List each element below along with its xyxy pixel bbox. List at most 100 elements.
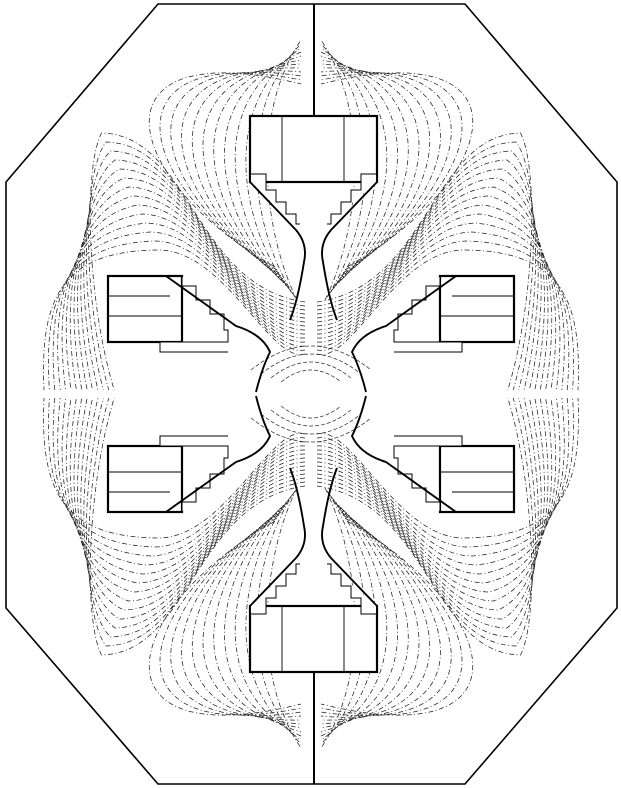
field-line [320, 511, 441, 718]
field-line [320, 487, 356, 749]
field-line [266, 487, 302, 749]
field-line [77, 177, 306, 391]
field-line [316, 249, 579, 391]
field-line [266, 39, 302, 301]
field-line [80, 168, 306, 391]
field-line [270, 361, 352, 379]
field-line [181, 70, 302, 277]
pole-right-lower [351, 395, 516, 514]
field-line [88, 397, 306, 647]
coil-steps [249, 173, 300, 225]
field-line [316, 397, 545, 611]
field-line [48, 397, 306, 548]
field-line [316, 397, 533, 656]
field-line [250, 345, 372, 371]
yoke-outline [5, 3, 618, 785]
field-line [320, 72, 463, 271]
field-line [234, 51, 302, 292]
coil-steps [393, 435, 463, 512]
pole-left-upper [106, 274, 271, 393]
field-line [73, 397, 306, 602]
field-lines [43, 39, 579, 749]
field-line [316, 397, 549, 602]
field-line [224, 55, 302, 289]
field-quadrant [316, 39, 579, 391]
field-line [320, 72, 474, 268]
field-line [320, 514, 452, 717]
field-line [320, 55, 398, 289]
field-line [316, 150, 536, 391]
field-line [52, 397, 306, 557]
field-line [89, 397, 306, 656]
field-line [316, 177, 545, 391]
field-line [69, 195, 306, 391]
field-line [320, 67, 430, 280]
field-line [320, 51, 388, 292]
pole-tip [351, 275, 514, 393]
field-line [250, 417, 372, 443]
field-line [316, 397, 561, 575]
field-line [170, 514, 302, 717]
field-line [80, 397, 306, 620]
magnet-structure [5, 3, 618, 785]
coil-steps [393, 276, 463, 353]
field-line [316, 397, 557, 584]
field-line [148, 72, 302, 268]
coil-block [248, 114, 379, 184]
field-line [316, 397, 536, 638]
field-line [65, 397, 306, 584]
pole-tip [108, 275, 271, 393]
field-line [316, 168, 542, 391]
field-line [316, 397, 542, 620]
field-line [213, 59, 302, 286]
field-line [159, 72, 302, 271]
coil-steps [159, 276, 229, 353]
pole-left-lower [106, 395, 271, 514]
field-line [316, 397, 570, 557]
field-line [270, 409, 352, 427]
field-line [88, 141, 306, 391]
coil-block [438, 274, 516, 344]
field-line [181, 511, 302, 718]
field-line [260, 353, 362, 375]
coil-block [248, 604, 379, 674]
field-line [316, 222, 565, 391]
field-line [316, 397, 574, 548]
field-line [86, 397, 306, 638]
coil-steps [327, 173, 378, 225]
field-line [224, 499, 302, 733]
field-line [159, 517, 302, 716]
field-line [52, 231, 306, 391]
field-line [316, 397, 565, 566]
field-line [245, 493, 302, 741]
field-line [320, 520, 474, 716]
pole-tip [249, 116, 378, 321]
field-line [320, 59, 409, 286]
field-line [213, 502, 302, 729]
coil-steps [159, 435, 229, 512]
pole-right-upper [351, 274, 516, 393]
field-line [316, 231, 570, 391]
field-line [316, 397, 579, 539]
coil-block [106, 274, 184, 344]
field-line [316, 397, 539, 629]
field-line [86, 150, 306, 391]
field-quadrant [316, 397, 579, 749]
field-line [148, 520, 302, 716]
field-line [320, 39, 356, 301]
field-line [57, 397, 306, 566]
coil-block [438, 444, 516, 514]
field-line [316, 132, 533, 391]
field-line [83, 159, 306, 391]
field-line [280, 405, 342, 419]
field-line [316, 195, 553, 391]
field-line [316, 397, 534, 647]
field-line [320, 47, 377, 295]
field-line [316, 204, 557, 391]
field-line [316, 213, 561, 391]
field-line [316, 159, 539, 391]
field-line [256, 490, 302, 745]
field-line [320, 517, 463, 716]
field-line [316, 186, 549, 391]
